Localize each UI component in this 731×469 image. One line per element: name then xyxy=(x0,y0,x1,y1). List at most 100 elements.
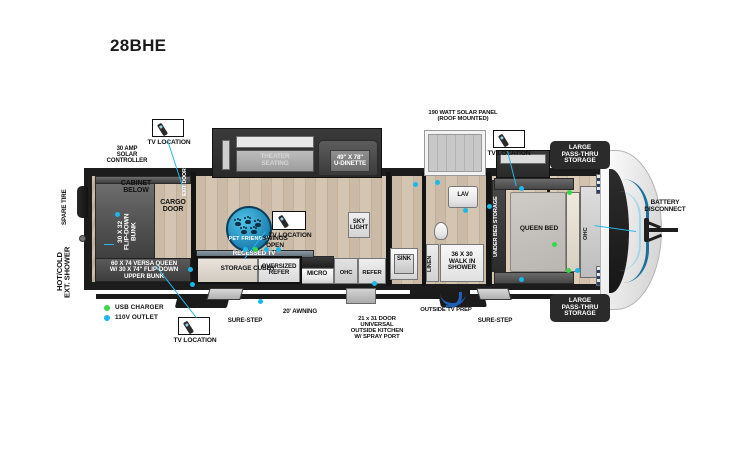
outlet-usb-2 xyxy=(567,190,572,195)
dot-blue-icon xyxy=(104,314,110,321)
paw-print-icon xyxy=(232,215,266,235)
outlet-110v-10 xyxy=(463,208,468,213)
tv-location-center-label: TV LOCATION xyxy=(268,232,312,239)
u-dinette-label: 49" X 78" U-DINETTE xyxy=(333,154,367,168)
spare-tire-label: SPARE TIRE xyxy=(61,189,68,225)
sure-step-front xyxy=(206,288,244,300)
swings-open-label: SWINGS OPEN xyxy=(262,235,288,249)
storage-cubby-outline xyxy=(196,256,302,284)
tv-location-bottom-icon xyxy=(178,317,210,335)
queen-bed-label: QUEEN BED xyxy=(519,225,559,232)
queen-bed-unit xyxy=(510,192,566,272)
ohc-kitchen-unit xyxy=(334,258,358,284)
solar-panel-cells xyxy=(428,134,482,172)
refer-label: REFER xyxy=(362,270,382,276)
bedroom-overhead xyxy=(494,178,574,190)
cabinet-below-label: CABINET BELOW xyxy=(120,180,152,195)
ext-shower-port xyxy=(79,235,86,242)
exit-door-front-label: EXIT DOOR xyxy=(182,168,188,196)
theater-seating-unit xyxy=(236,150,314,172)
wall-front-bunk xyxy=(191,172,196,286)
sink-label: SINK xyxy=(397,256,411,262)
front-overhead-cabinet xyxy=(95,176,191,184)
micro-label: MICRO xyxy=(306,270,328,277)
outlet-110v-7 xyxy=(372,281,377,286)
walk-in-shower-pan xyxy=(440,244,484,282)
large-pass-thru-storage-bottom: LARGE PASS-THRU STORAGE xyxy=(550,294,610,322)
sink-basin xyxy=(394,254,414,274)
bed-side-strip xyxy=(566,192,580,272)
bedroom-foot-cabinet xyxy=(494,272,574,284)
outlet-110v-3 xyxy=(243,247,248,252)
outlet-usb-4 xyxy=(552,242,557,247)
front-cap-swoosh-light xyxy=(619,191,641,271)
outlet-110v-2 xyxy=(188,267,193,272)
outlet-usb-3 xyxy=(566,268,571,273)
tv-location-front-left-label: TV LOCATION xyxy=(147,139,191,146)
dinette-table xyxy=(330,150,370,172)
oversized-refer-unit xyxy=(258,258,300,284)
outlet-110v-5 xyxy=(276,247,281,252)
hitch-coupler xyxy=(644,218,678,242)
awning-label: 20' AWNING xyxy=(282,308,318,315)
ohc-kitchen-label: OHC xyxy=(339,270,353,276)
cargo-area-floor xyxy=(155,180,191,262)
pet-friendly-badge: PET FRIENDLY xyxy=(226,206,272,252)
outlet-usb-1 xyxy=(253,247,258,252)
ohc-bedroom-label: OHC xyxy=(583,227,589,241)
awning-roll xyxy=(446,292,462,308)
leader-ext-shower xyxy=(104,244,114,246)
outside-kitchen-door xyxy=(346,288,376,304)
outlet-110v-1 xyxy=(115,212,120,217)
storage-cubby-label: STORAGE CUBBY xyxy=(220,265,276,272)
walk-in-shower-label: 36 X 30 WALK IN SHOWER xyxy=(447,251,477,272)
bedroom-slide-window xyxy=(500,154,546,164)
lav-label: LAV xyxy=(457,192,469,198)
outside-kitchen-label: 21 x 31 DOOR UNIVERSAL OUTSIDE KITCHEN W… xyxy=(350,316,404,341)
versa-queen-unit xyxy=(95,258,191,282)
hot-cold-ext-shower-label: HOT/COLD EXT. SHOWER xyxy=(55,246,72,298)
chassis-frame xyxy=(96,294,576,299)
wall-bath-inner xyxy=(422,172,426,286)
page-title: 28BHE xyxy=(110,36,167,55)
lav-unit xyxy=(448,186,478,208)
slide-window-top xyxy=(236,136,314,148)
outlet-110v-11 xyxy=(487,204,492,209)
wall-kitchen-bath xyxy=(386,172,391,286)
oversized-refer-label: OVERSIZED REFER xyxy=(261,263,297,277)
refer-unit xyxy=(358,258,386,284)
tv-location-bottom-label: TV LOCATION xyxy=(173,337,217,344)
dot-green-icon xyxy=(104,304,110,311)
wall-bath-bedroom xyxy=(486,172,491,286)
outlet-110v-13 xyxy=(575,268,580,273)
front-cap xyxy=(600,150,678,310)
tv-location-rear-icon xyxy=(493,130,525,148)
solar-controller-label: 30 AMP SOLAR CONTROLLER xyxy=(106,146,148,165)
battery-disconnect-label: BATTERY DISCONNECT xyxy=(644,199,686,213)
outlet-110v-9 xyxy=(435,180,440,185)
toilet-unit xyxy=(434,222,448,240)
sure-step-left-label: SURE-STEP xyxy=(227,317,263,324)
legend-item-usb: USB CHARGER xyxy=(104,304,164,311)
flip-down-bunk-unit xyxy=(95,182,155,260)
tv-location-center-icon xyxy=(272,211,306,230)
tv-location-rear-label: TV LOCATION xyxy=(487,150,531,157)
spare-tire xyxy=(77,186,88,218)
recessed-tv-label: RECESSED TV xyxy=(232,250,276,257)
storage-cubby-unit xyxy=(196,258,258,284)
sky-light-label: SKY LIGHT xyxy=(348,212,370,238)
solar-panel-label: 190 WATT SOLAR PANEL (ROOF MOUNTED) xyxy=(428,110,498,123)
under-bed-storage-label: UNDER BED STORAGE xyxy=(493,196,499,258)
slide-window-left xyxy=(222,140,230,170)
outlet-110v-8 xyxy=(413,182,418,187)
theater-seating-label: THEATER SEATING xyxy=(260,153,290,167)
pet-friendly-label: PET FRIENDLY xyxy=(228,235,270,242)
legend-item-110v: 110V OUTLET xyxy=(104,314,164,321)
legend-label-usb: USB CHARGER xyxy=(115,304,164,311)
tv-location-front-left-icon xyxy=(152,119,184,137)
outlet-110v-4 xyxy=(264,247,269,252)
outside-tv-prep-label: OUTSIDE TV PREP xyxy=(420,307,472,313)
legend: USB CHARGER 110V OUTLET xyxy=(104,304,164,324)
outlet-110v-12 xyxy=(519,186,524,191)
